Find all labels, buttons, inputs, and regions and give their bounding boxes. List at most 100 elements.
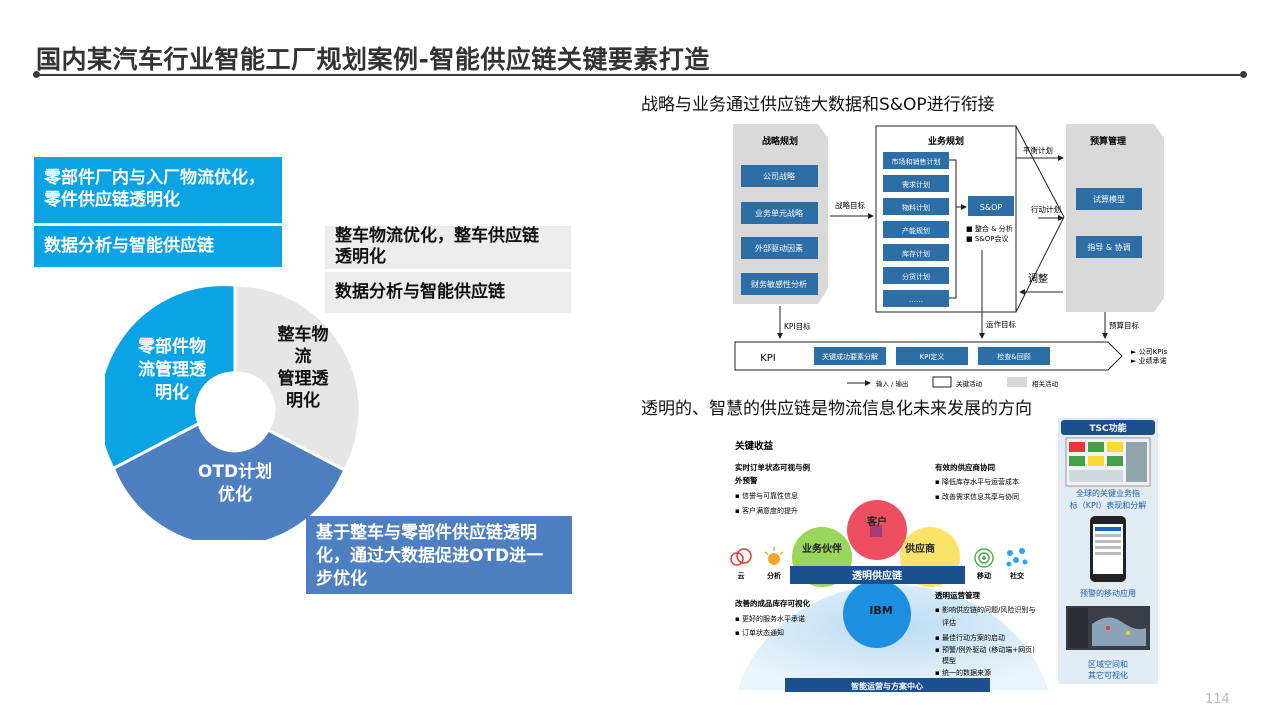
page-number: 114 (1205, 692, 1230, 707)
parts-logistics-box: 零部件厂内与入厂物流优化， 零件供应链透明化 (34, 157, 282, 223)
strategy-item-1-label: 公司战略 (763, 171, 795, 181)
legend-related-box (1007, 377, 1027, 387)
band-label: 透明供应链 (852, 569, 903, 582)
kpi-dashboard-thumbnail (1066, 438, 1150, 486)
divider-dot-left (33, 71, 40, 78)
trap-line-top (1016, 126, 1064, 217)
otd-donut-chart: 零部件物 流管理透 明化 整车物 流 管理透 明化 OTD计划 优化 (105, 280, 365, 540)
sop-diagram: 战略规划 公司战略 业务单元战略 外部驱动因素 财务敏感性分析 业务规划 市场和… (730, 120, 1180, 392)
otd-box-line3: 步优化 (316, 568, 562, 591)
cloud-label: 云 (738, 572, 745, 580)
key-benefits-title: 关键收益 (735, 440, 774, 452)
tsc-cap1-l2: 标（KPI）表现和分解 (1070, 500, 1146, 510)
seg-otd-l2: 优化 (218, 484, 252, 505)
kpi-item-2-label: KPI定义 (920, 352, 945, 361)
tl-title-1: 实时订单状态可视与例 (735, 462, 810, 472)
trap-line-bottom (1016, 217, 1064, 312)
otd-box-line2: 化，通过大数据促进OTD进一 (316, 545, 562, 568)
budget-panel (1066, 124, 1164, 312)
otd-optimization-box: 基于整车与零部件供应链透明 化，通过大数据促进OTD进一 步优化 (306, 516, 572, 594)
kpi-item-1-label: 关键成功要素分解 (822, 352, 878, 361)
arrow-adjust-label: 调整 (1028, 272, 1048, 285)
tr-item-2: ▪ 改善需求信息共享与协同 (935, 492, 1019, 501)
tr-title: 有效的供应商协同 (935, 462, 995, 472)
arrow-kpi-goal-label: KPI目标 (784, 321, 811, 331)
seg-parts-l1: 零部件物 (137, 336, 206, 357)
mobile-label: 移动 (977, 571, 991, 580)
arrow-action-plan-label: 行动计划 (1031, 204, 1061, 214)
sop-note-1: ■ 整合 & 分析 (966, 224, 1013, 233)
tsc-panel: TSC功能 全球的关键业务指 标（KPI）表现和分解 预警的移动应用 区域空间和… (1058, 418, 1160, 686)
otd-box-line1: 基于整车与零部件供应链透明 (316, 522, 562, 545)
arrow-balance-plan-label: 平衡计划 (1023, 145, 1053, 155)
br-item-4: ▪ 统一的数据来源 (935, 668, 991, 677)
mobile-phone-thumbnail (1090, 516, 1126, 582)
sop-label: S&OP (980, 203, 1003, 212)
tsc-cap2: 预警的移动应用 (1080, 588, 1136, 598)
seg-parts-l3: 明化 (155, 382, 189, 403)
page-title: 国内某汽车行业智能工厂规划案例-智能供应链关键要素打造 (36, 40, 710, 76)
arrow-strategy-goal-label: 战略目标 (835, 200, 865, 210)
business-item-7-label: …… (909, 296, 923, 304)
ops-center-label: 智能运营与方案中心 (851, 681, 923, 691)
budget-item-2-label: 指导 & 协调 (1087, 242, 1130, 252)
bl-title: 改善的成品库存可视化 (735, 598, 810, 608)
title-divider (36, 74, 1244, 76)
supplier-label: 供应商 (904, 542, 935, 555)
budget-title: 预算管理 (1090, 135, 1126, 147)
seg-vehicle-l3: 管理透 (278, 368, 330, 389)
cloud-icon (731, 549, 751, 565)
legend-io: 输入 / 输出 (876, 379, 908, 388)
transparency-heading: 透明的、智慧的供应链是物流信息化未来发展的方向 (641, 394, 1032, 419)
seg-vehicle-l1: 整车物 (278, 324, 329, 345)
business-item-5-label: 库存计划 (902, 249, 930, 258)
vehicle-logistics-line1: 整车物流优化，整车供应链 (335, 226, 561, 247)
seg-otd-l1: OTD计划 (198, 461, 272, 482)
tl-title-2: 外预警 (735, 475, 758, 485)
parts-logistics-line1: 零部件厂内与入厂物流优化， (44, 167, 272, 189)
legend-key: 关键活动 (956, 379, 983, 388)
strategy-title: 战略规划 (762, 135, 798, 147)
kpi-label: KPI (760, 353, 776, 364)
legend-key-box (933, 377, 951, 387)
tsc-cap1-l1: 全球的关键业务指 (1076, 488, 1140, 498)
social-label: 社交 (1009, 571, 1025, 580)
arrow-budget-goal-label: 预算目标 (1109, 320, 1139, 330)
tl-item-1: ▪ 信誉与可靠性信息 (735, 491, 798, 500)
parts-data-analysis-box: 数据分析与智能供应链 (34, 226, 282, 267)
customer-label: 客户 (866, 515, 887, 528)
legend-related: 相关活动 (1032, 379, 1059, 388)
business-title: 业务规划 (928, 135, 964, 147)
strategy-item-4-label: 财务敏感性分析 (751, 279, 807, 289)
seg-vehicle-l2: 流 (295, 346, 312, 367)
vehicle-logistics-line2: 透明化 (335, 247, 561, 268)
tl-item-2: ▪ 客户满意度的提升 (735, 506, 798, 515)
br-title: 透明运营管理 (935, 590, 980, 600)
tsc-title: TSC功能 (1089, 422, 1126, 434)
strategy-item-2-label: 业务单元战略 (755, 208, 803, 218)
analytics-label: 分析 (767, 571, 781, 580)
parts-logistics-line2: 零件供应链透明化 (44, 189, 272, 211)
business-item-3-label: 物料计划 (902, 203, 930, 212)
business-item-6-label: 分货计划 (902, 272, 930, 281)
sop-heading: 战略与业务通过供应链大数据和S&OP进行衔接 (641, 90, 995, 115)
sop-note-2: ■ S&OP会议 (966, 234, 1008, 243)
kpi-out-2: ► 业绩承诺 (1131, 356, 1167, 365)
bl-item-1: ▪ 更好的服务水平承诺 (735, 614, 805, 623)
br-item-1: ▪ 影响供应链的问题/风险识别与 (935, 605, 1035, 614)
arrow-ops-goal-label: 运作目标 (986, 319, 1016, 329)
business-item-1-label: 市场和销售计划 (892, 157, 941, 166)
vehicle-logistics-box: 整车物流优化，整车供应链 透明化 (325, 226, 571, 269)
tsc-cap3-l1: 区域空间和 (1088, 659, 1128, 669)
kpi-item-3-label: 检查&回顾 (997, 352, 1030, 361)
business-item-2-label: 需求计划 (902, 180, 930, 189)
kpi-out-1: ► 公司KPIs (1131, 348, 1167, 356)
tsc-cap3-l2: 其它可视化 (1088, 670, 1128, 680)
strategy-item-3-label: 外部驱动因素 (755, 243, 803, 253)
business-item-4-label: 产能规划 (902, 226, 930, 235)
br-item-1b: 评估 (942, 618, 956, 627)
seg-parts-l2: 流管理透 (138, 359, 207, 380)
br-item-3b: 模型 (942, 656, 956, 665)
map-thumbnail (1066, 606, 1150, 650)
bl-item-2: ▪ 订单状态通知 (735, 628, 784, 637)
